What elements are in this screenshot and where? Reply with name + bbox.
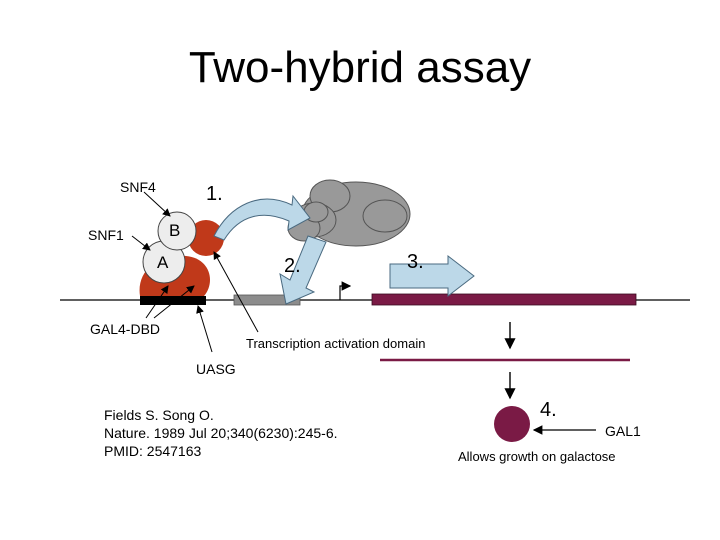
dbd-pointer-1 xyxy=(145,285,169,319)
snf4-pointer xyxy=(143,191,171,217)
label-b: B xyxy=(169,221,181,240)
uasg-box xyxy=(233,294,301,306)
citation-line-1: Fields S. Song O. xyxy=(104,407,214,423)
step-1-label: 1. xyxy=(206,183,223,205)
transcription-start-arrow xyxy=(339,281,352,300)
step-3-label: 3. xyxy=(407,251,424,273)
step-2-label: 2. xyxy=(284,255,301,277)
label-gal1: GAL1 xyxy=(605,423,641,439)
step-2-arrow xyxy=(279,235,327,305)
label-uasg: UASG xyxy=(196,361,236,377)
page-title: Two-hybrid assay xyxy=(188,43,532,92)
gal1-protein xyxy=(494,406,530,442)
gal4-binding-site xyxy=(140,296,206,305)
label-growth: Allows growth on galactose xyxy=(458,449,616,464)
label-a: A xyxy=(157,253,169,272)
citation-line-2: Nature. 1989 Jul 20;340(6230):245-6. xyxy=(104,425,338,441)
uasg-pointer xyxy=(196,305,213,353)
activation-fusion-red xyxy=(188,220,224,256)
gal1-gene-bar xyxy=(371,293,637,306)
label-snf1: SNF1 xyxy=(88,227,124,243)
label-gal4-dbd: GAL4-DBD xyxy=(90,321,161,337)
snf1-pointer xyxy=(131,235,151,251)
step-1-arrow xyxy=(213,194,311,241)
label-snf4: SNF4 xyxy=(120,179,156,195)
activation-domain-pointer xyxy=(213,251,259,333)
bait-protein-b xyxy=(157,211,197,251)
label-activation-domain: Transcription activation domain xyxy=(246,336,426,351)
step-3-arrow xyxy=(389,254,475,298)
dbd-pointer-2 xyxy=(153,285,195,319)
citation-line-3: PMID: 2547163 xyxy=(104,443,202,459)
step-4-label: 4. xyxy=(540,399,557,421)
